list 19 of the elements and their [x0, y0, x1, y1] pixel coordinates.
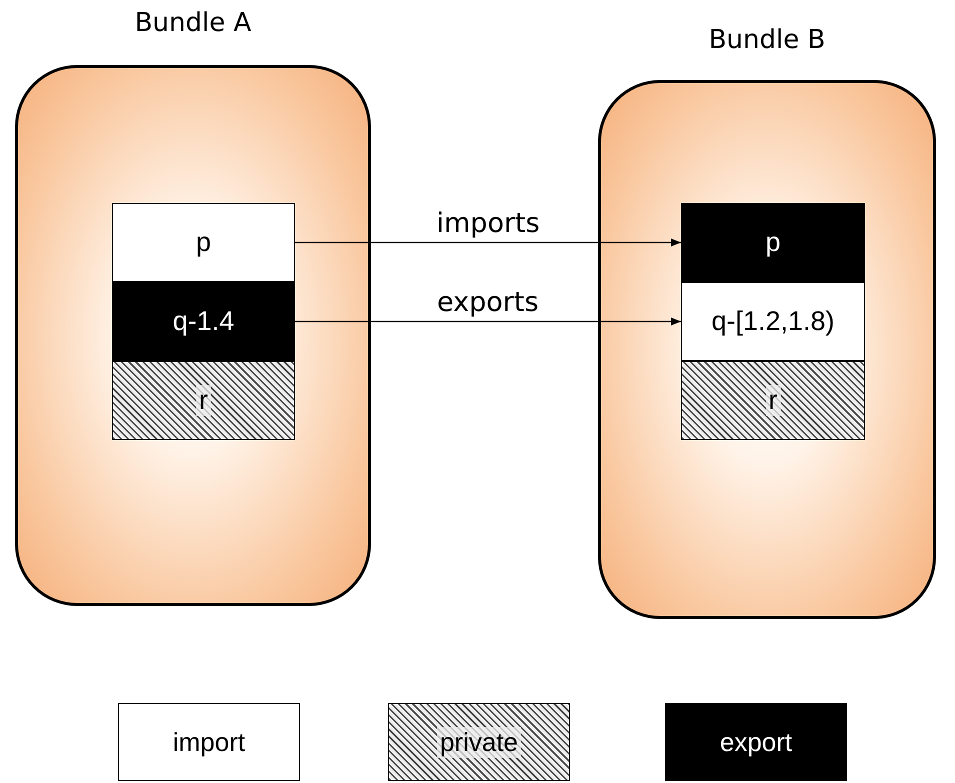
arrow [295, 318, 681, 326]
bundle-title: Bundle A [134, 8, 252, 38]
package-box [112, 203, 295, 282]
legend-label: import [172, 726, 246, 758]
package-box [681, 361, 865, 440]
package-label: q-1.4 [172, 306, 234, 337]
package-label: p [765, 227, 781, 258]
package-label: q-[1.2,1.8) [711, 306, 835, 337]
arrow [295, 238, 681, 246]
package-box [112, 282, 295, 361]
package-box [681, 282, 865, 361]
package-box [681, 203, 865, 282]
legend-label: export [720, 726, 792, 758]
package-label: p [196, 227, 212, 258]
bundle-title: Bundle B [708, 25, 826, 55]
legend-label: private [436, 726, 522, 758]
package-box [112, 361, 295, 440]
package-label: r [196, 385, 211, 416]
package-label: r [766, 385, 780, 416]
